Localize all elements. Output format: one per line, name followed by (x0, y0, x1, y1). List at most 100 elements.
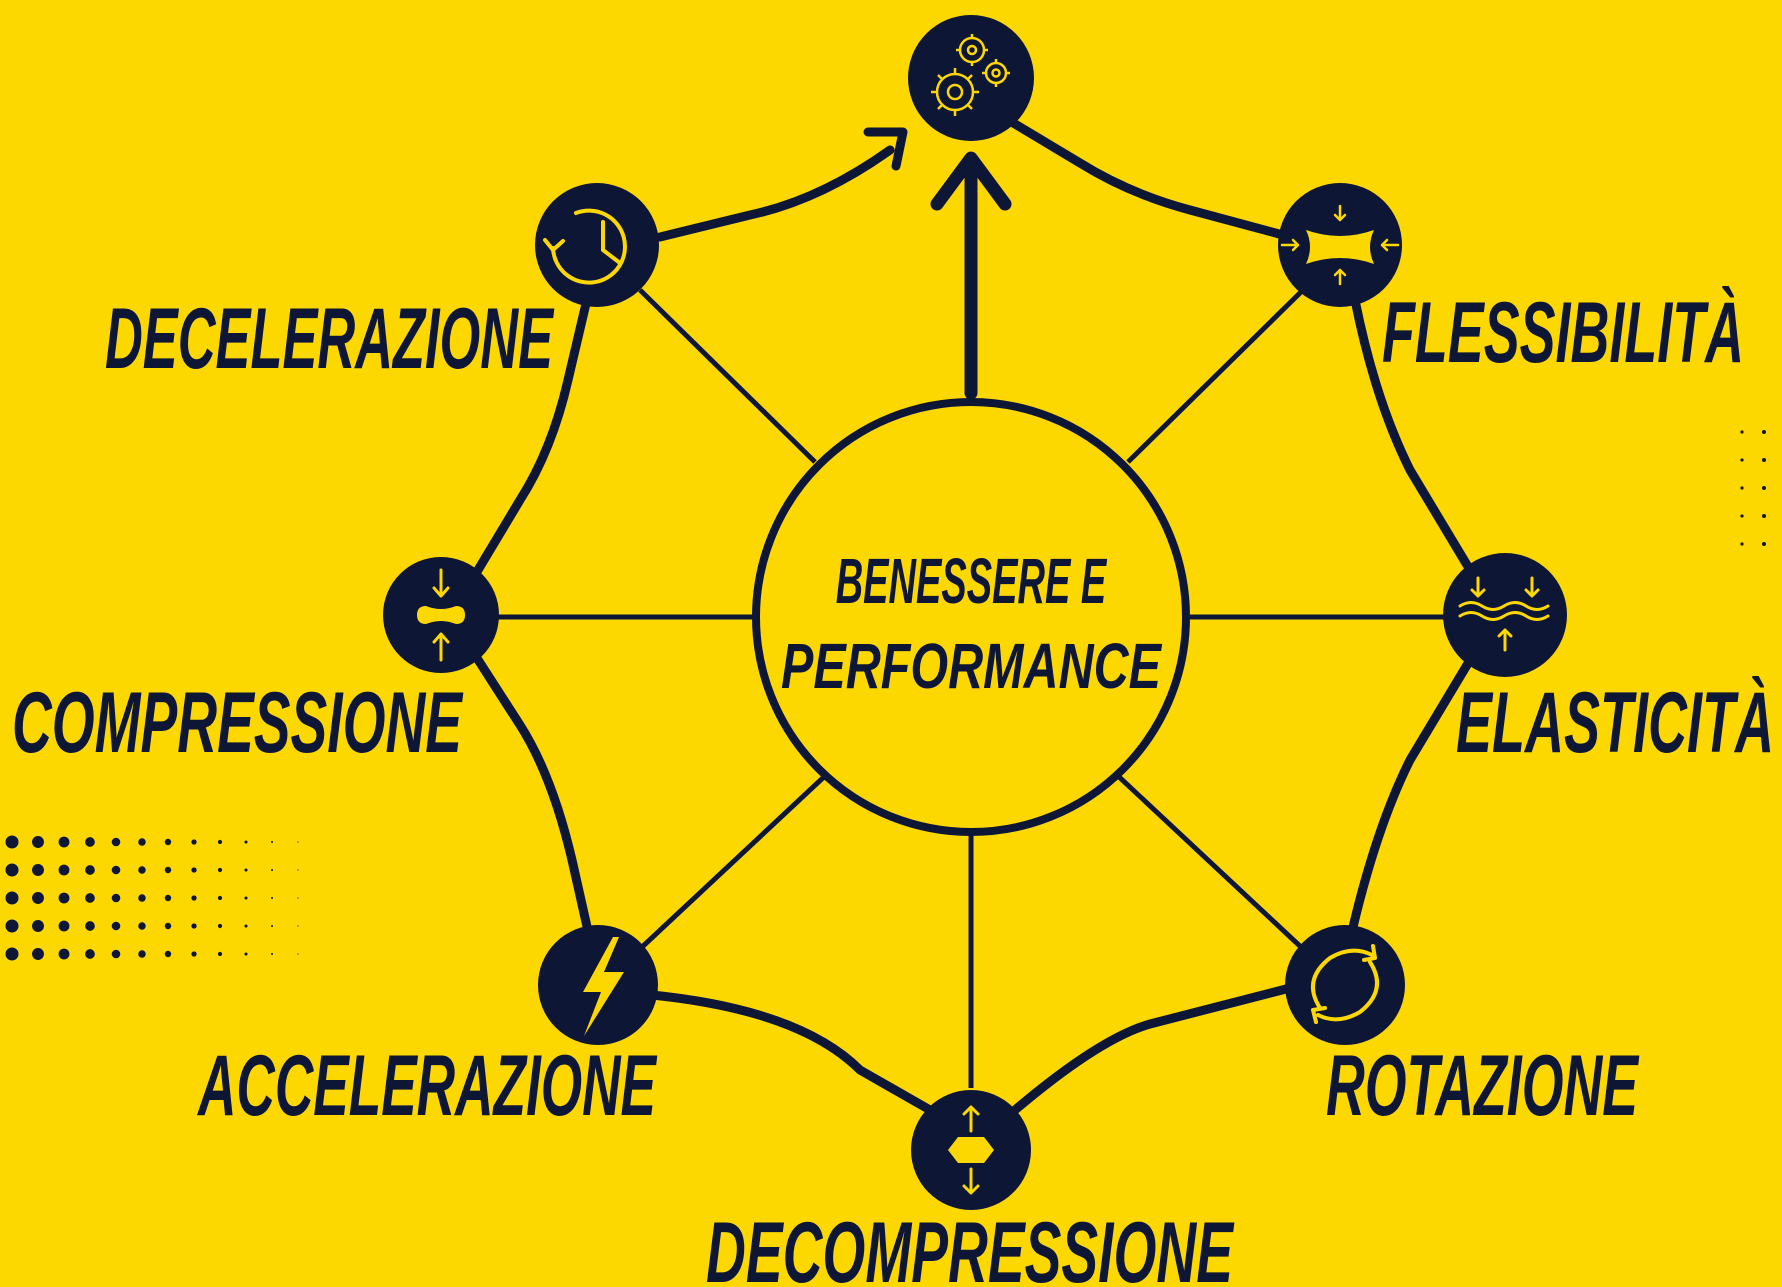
label-flessibilita: FLESSIBILITÀ (1382, 285, 1744, 381)
decor-dot (85, 837, 95, 847)
center-circle (752, 398, 1190, 836)
decor-dot (297, 841, 299, 843)
wave-spring-icon (1458, 576, 1550, 652)
decor-dot (58, 892, 70, 904)
decor-dot (1740, 486, 1744, 490)
decor-dot (111, 837, 121, 847)
decor-dot (58, 864, 70, 876)
label-elasticita: ELASTICITÀ (1456, 675, 1774, 771)
decor-dot (1740, 514, 1744, 518)
decor-dot (297, 953, 299, 955)
outer-ring (470, 113, 1475, 1115)
decor-dot (217, 895, 223, 901)
decor-dot (244, 924, 248, 928)
decor-dot (32, 948, 44, 960)
dot-pattern-left (5, 835, 299, 961)
decor-dot (191, 951, 197, 957)
decor-dot (191, 895, 197, 901)
decor-dot (271, 953, 273, 955)
label-accelerazione: ACCELERAZIONE (197, 1038, 658, 1134)
spokes (498, 288, 1445, 1088)
decor-dot (1762, 430, 1766, 434)
decor-dot (5, 891, 19, 905)
decor-dot (138, 922, 146, 930)
decor-dot (297, 925, 299, 927)
decor-dot (164, 866, 172, 874)
dot-pattern-right (1740, 430, 1766, 546)
decor-dot (111, 921, 121, 931)
center-title-line1: BENESSERE E (836, 546, 1108, 617)
decor-dot (271, 925, 273, 927)
decor-dot (164, 894, 172, 902)
decor-dot (5, 919, 19, 933)
top-node (908, 15, 1034, 141)
decor-dot (32, 920, 44, 932)
lightning-icon (583, 937, 624, 1036)
decor-dot (58, 836, 70, 848)
center-title-line2: PERFORMANCE (781, 630, 1163, 702)
node-elasticita (1443, 553, 1567, 677)
flex-compress-icon (1280, 204, 1400, 286)
decor-dot (217, 923, 223, 929)
node-flessibilita (1278, 183, 1402, 307)
decor-dot (217, 951, 223, 957)
decor-dot (32, 892, 44, 904)
decor-dot (111, 949, 121, 959)
decor-dot (5, 835, 19, 849)
decor-dot (138, 894, 146, 902)
decor-dot (111, 865, 121, 875)
decor-dot (5, 863, 19, 877)
decor-dot (32, 864, 44, 876)
decor-dot (111, 893, 121, 903)
decor-dot (164, 838, 172, 846)
gears-icon (931, 34, 1010, 116)
decor-dot (138, 950, 146, 958)
decor-dot (1762, 486, 1766, 490)
clock-rewind-icon (543, 208, 627, 285)
label-rotazione: ROTAZIONE (1326, 1038, 1640, 1134)
decor-dot (244, 896, 248, 900)
main-arrow-head-icon (930, 151, 1012, 211)
decor-dot (58, 948, 70, 960)
node-decelerazione (535, 183, 659, 307)
decor-dot (271, 869, 273, 871)
decor-dot (217, 839, 223, 845)
node-compressione (383, 557, 499, 673)
decor-dot (297, 897, 299, 899)
decor-dot (1740, 458, 1744, 462)
decor-dot (244, 952, 248, 956)
arrow-head-icon (863, 127, 908, 171)
decor-dot (271, 841, 273, 843)
decor-dot (164, 950, 172, 958)
decor-dot (85, 949, 95, 959)
decor-dot (32, 836, 44, 848)
decor-dot (138, 838, 146, 846)
decor-dot (1740, 542, 1744, 546)
node-decompressione (911, 1090, 1031, 1210)
decor-dot (244, 840, 248, 844)
label-decompressione: DECOMPRESSIONE (706, 1205, 1235, 1287)
decor-dot (1740, 430, 1744, 434)
decor-dot (1762, 514, 1766, 518)
decor-dot (1762, 458, 1766, 462)
node-rotazione (1285, 925, 1405, 1045)
decor-dot (271, 897, 273, 899)
decompression-icon (948, 1105, 994, 1195)
node-accelerazione (538, 925, 658, 1045)
decor-dot (85, 893, 95, 903)
decor-dot (85, 865, 95, 875)
rotation-icon (1310, 944, 1380, 1024)
decor-dot (58, 920, 70, 932)
decor-dot (217, 867, 223, 873)
decor-dot (191, 923, 197, 929)
decor-dot (191, 867, 197, 873)
decor-dot (297, 869, 299, 871)
decor-dot (138, 866, 146, 874)
decor-dot (1762, 542, 1766, 546)
decor-dot (164, 922, 172, 930)
decor-dot (244, 868, 248, 872)
label-compressione: COMPRESSIONE (12, 675, 464, 771)
decor-dot (85, 921, 95, 931)
compression-icon (417, 568, 465, 662)
